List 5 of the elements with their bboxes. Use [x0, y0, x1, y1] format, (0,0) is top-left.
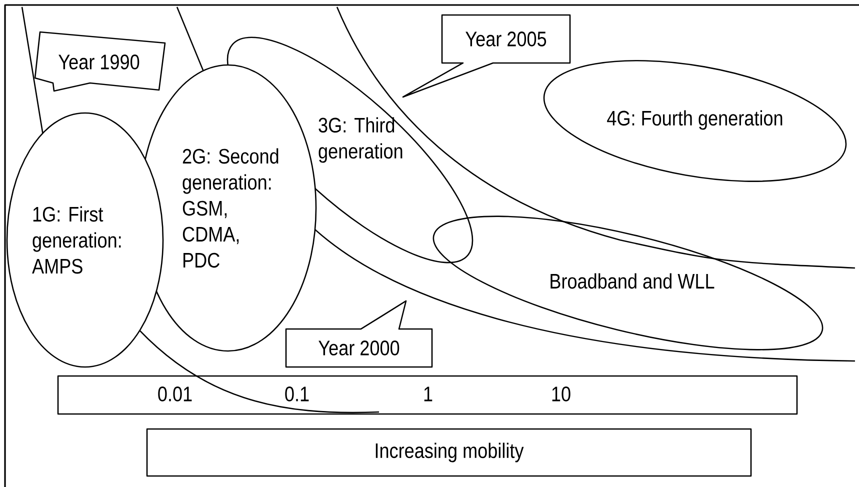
callout: Year 1990	[34, 31, 166, 92]
callout: Year 2000	[285, 300, 433, 368]
scale-bar: 0.01 0.1 1 10	[57, 375, 798, 415]
callout: Year 2005	[402, 14, 571, 98]
label-box: Increasing mobility	[146, 428, 752, 477]
